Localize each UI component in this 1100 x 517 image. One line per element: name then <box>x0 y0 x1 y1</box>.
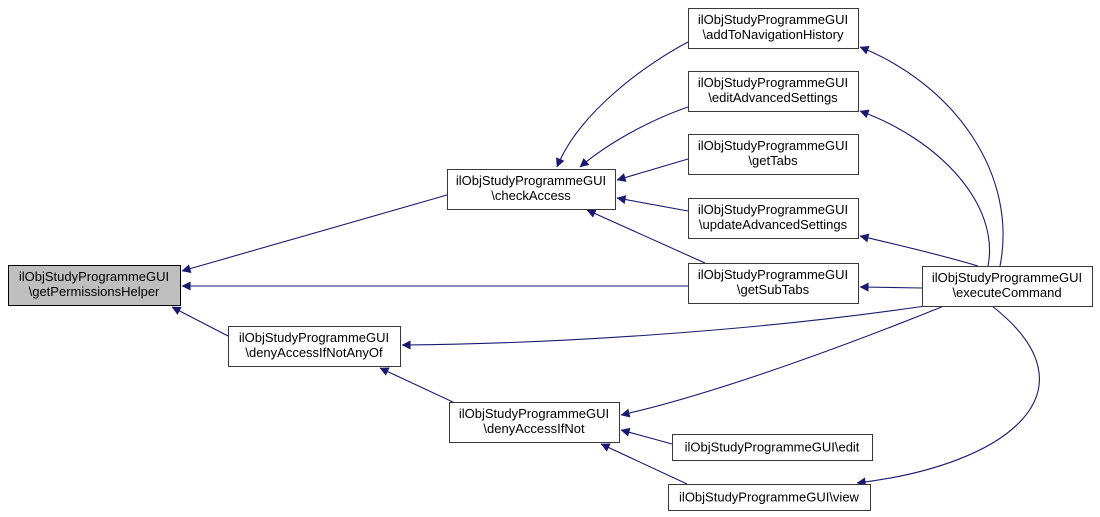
node-label-line: ilObjStudyProgrammeGUI <box>698 12 848 27</box>
edge-editAdvancedSettings-checkAccess <box>579 106 689 168</box>
node-label-line: \denyAccessIfNot <box>483 421 585 436</box>
node-view[interactable]: ilObjStudyProgrammeGUI\view <box>668 484 871 511</box>
node-denyAccessIfNot[interactable]: ilObjStudyProgrammeGUI\denyAccessIfNot <box>449 402 620 443</box>
node-box-getSubTabs <box>688 263 859 304</box>
node-label-line: ilObjStudyProgrammeGUI\edit <box>685 440 860 455</box>
node-label-updateAdvancedSettings: ilObjStudyProgrammeGUI\updateAdvancedSet… <box>698 202 848 232</box>
node-box-edit <box>672 434 873 461</box>
node-label-line: ilObjStudyProgrammeGUI <box>698 202 848 217</box>
node-box-editAdvancedSettings <box>688 71 859 112</box>
node-box-executeCommand <box>922 266 1093 307</box>
node-label-line: \checkAccess <box>491 188 571 203</box>
node-label-getPermissionsHelper: ilObjStudyProgrammeGUI\getPermissionsHel… <box>19 269 169 299</box>
node-label-line: \addToNavigationHistory <box>703 27 844 42</box>
edge-getTabs-checkAccess <box>616 158 689 182</box>
edge-executeCommand-editAdvancedSettings <box>859 109 990 267</box>
edge-view-denyAccessIfNot <box>600 443 688 485</box>
edge-denyAccessIfNot-denyAccessIfNotAnyOf <box>379 367 456 404</box>
node-label-line: ilObjStudyProgrammeGUI <box>459 406 609 421</box>
node-edit[interactable]: ilObjStudyProgrammeGUI\edit <box>672 434 873 461</box>
node-label-line: ilObjStudyProgrammeGUI <box>698 75 848 90</box>
node-box-checkAccess <box>447 169 616 210</box>
node-box-denyAccessIfNot <box>449 402 620 443</box>
node-label-line: ilObjStudyProgrammeGUI <box>698 138 848 153</box>
node-denyAccessIfNotAnyOf[interactable]: ilObjStudyProgrammeGUI\denyAccessIfNotAn… <box>228 326 401 367</box>
node-box-getTabs <box>688 134 859 175</box>
node-editAdvancedSettings[interactable]: ilObjStudyProgrammeGUI\editAdvancedSetti… <box>688 71 859 112</box>
node-box-getPermissionsHelper <box>8 265 181 306</box>
node-box-denyAccessIfNotAnyOf <box>228 326 401 367</box>
edge-executeCommand-updateAdvancedSettings <box>859 233 979 267</box>
edge-executeCommand-denyAccessIfNot <box>620 305 945 418</box>
node-box-updateAdvancedSettings <box>688 198 859 239</box>
edge-checkAccess-getPermissionsHelper <box>181 194 448 273</box>
node-label-line: \executeCommand <box>952 285 1061 300</box>
node-label-line: ilObjStudyProgrammeGUI <box>456 173 606 188</box>
node-label-line: \editAdvancedSettings <box>708 90 838 105</box>
edge-executeCommand-view <box>856 305 1040 487</box>
node-label-line: \updateAdvancedSettings <box>699 217 848 232</box>
node-box-addToNavigationHistory <box>688 8 859 49</box>
node-label-line: \getTabs <box>748 153 798 168</box>
node-box-view <box>668 484 871 511</box>
node-executeCommand[interactable]: ilObjStudyProgrammeGUI\executeCommand <box>922 266 1093 307</box>
node-label-checkAccess: ilObjStudyProgrammeGUI\checkAccess <box>456 173 606 203</box>
node-label-getTabs: ilObjStudyProgrammeGUI\getTabs <box>698 138 848 168</box>
node-label-executeCommand: ilObjStudyProgrammeGUI\executeCommand <box>932 270 1082 300</box>
node-label-line: ilObjStudyProgrammeGUI <box>698 267 848 282</box>
node-label-denyAccessIfNot: ilObjStudyProgrammeGUI\denyAccessIfNot <box>459 406 609 436</box>
node-label-view: ilObjStudyProgrammeGUI\view <box>679 490 859 505</box>
node-label-addToNavigationHistory: ilObjStudyProgrammeGUI\addToNavigationHi… <box>698 12 848 42</box>
node-getPermissionsHelper[interactable]: ilObjStudyProgrammeGUI\getPermissionsHel… <box>8 265 181 306</box>
node-label-line: ilObjStudyProgrammeGUI <box>932 270 1082 285</box>
edge-executeCommand-getSubTabs <box>859 282 923 292</box>
node-label-editAdvancedSettings: ilObjStudyProgrammeGUI\editAdvancedSetti… <box>698 75 848 105</box>
edge-executeCommand-denyAccessIfNotAnyOf <box>401 305 926 350</box>
node-label-line: \getSubTabs <box>737 282 810 297</box>
node-label-line: ilObjStudyProgrammeGUI <box>19 269 169 284</box>
node-addToNavigationHistory[interactable]: ilObjStudyProgrammeGUI\addToNavigationHi… <box>688 8 859 49</box>
edge-updateAdvancedSettings-checkAccess <box>616 195 689 212</box>
edge-addToNavigationHistory-checkAccess <box>556 41 689 168</box>
edge-getSubTabs-checkAccess <box>586 209 706 264</box>
node-label-line: \getPermissionsHelper <box>29 284 160 299</box>
node-label-edit: ilObjStudyProgrammeGUI\edit <box>685 440 860 455</box>
node-label-denyAccessIfNotAnyOf: ilObjStudyProgrammeGUI\denyAccessIfNotAn… <box>239 330 389 360</box>
node-getSubTabs[interactable]: ilObjStudyProgrammeGUI\getSubTabs <box>688 263 859 304</box>
node-label-getSubTabs: ilObjStudyProgrammeGUI\getSubTabs <box>698 267 848 297</box>
edge-denyAccessIfNotAnyOf-getPermissionsHelper <box>171 306 229 337</box>
node-getTabs[interactable]: ilObjStudyProgrammeGUI\getTabs <box>688 134 859 175</box>
node-label-line: \denyAccessIfNotAnyOf <box>245 345 383 360</box>
node-updateAdvancedSettings[interactable]: ilObjStudyProgrammeGUI\updateAdvancedSet… <box>688 198 859 239</box>
edge-executeCommand-addToNavigationHistory <box>859 46 1004 267</box>
node-label-line: ilObjStudyProgrammeGUI <box>239 330 389 345</box>
node-checkAccess[interactable]: ilObjStudyProgrammeGUI\checkAccess <box>447 169 616 210</box>
edge-edit-denyAccessIfNot <box>620 427 673 445</box>
node-label-line: ilObjStudyProgrammeGUI\view <box>679 490 859 505</box>
